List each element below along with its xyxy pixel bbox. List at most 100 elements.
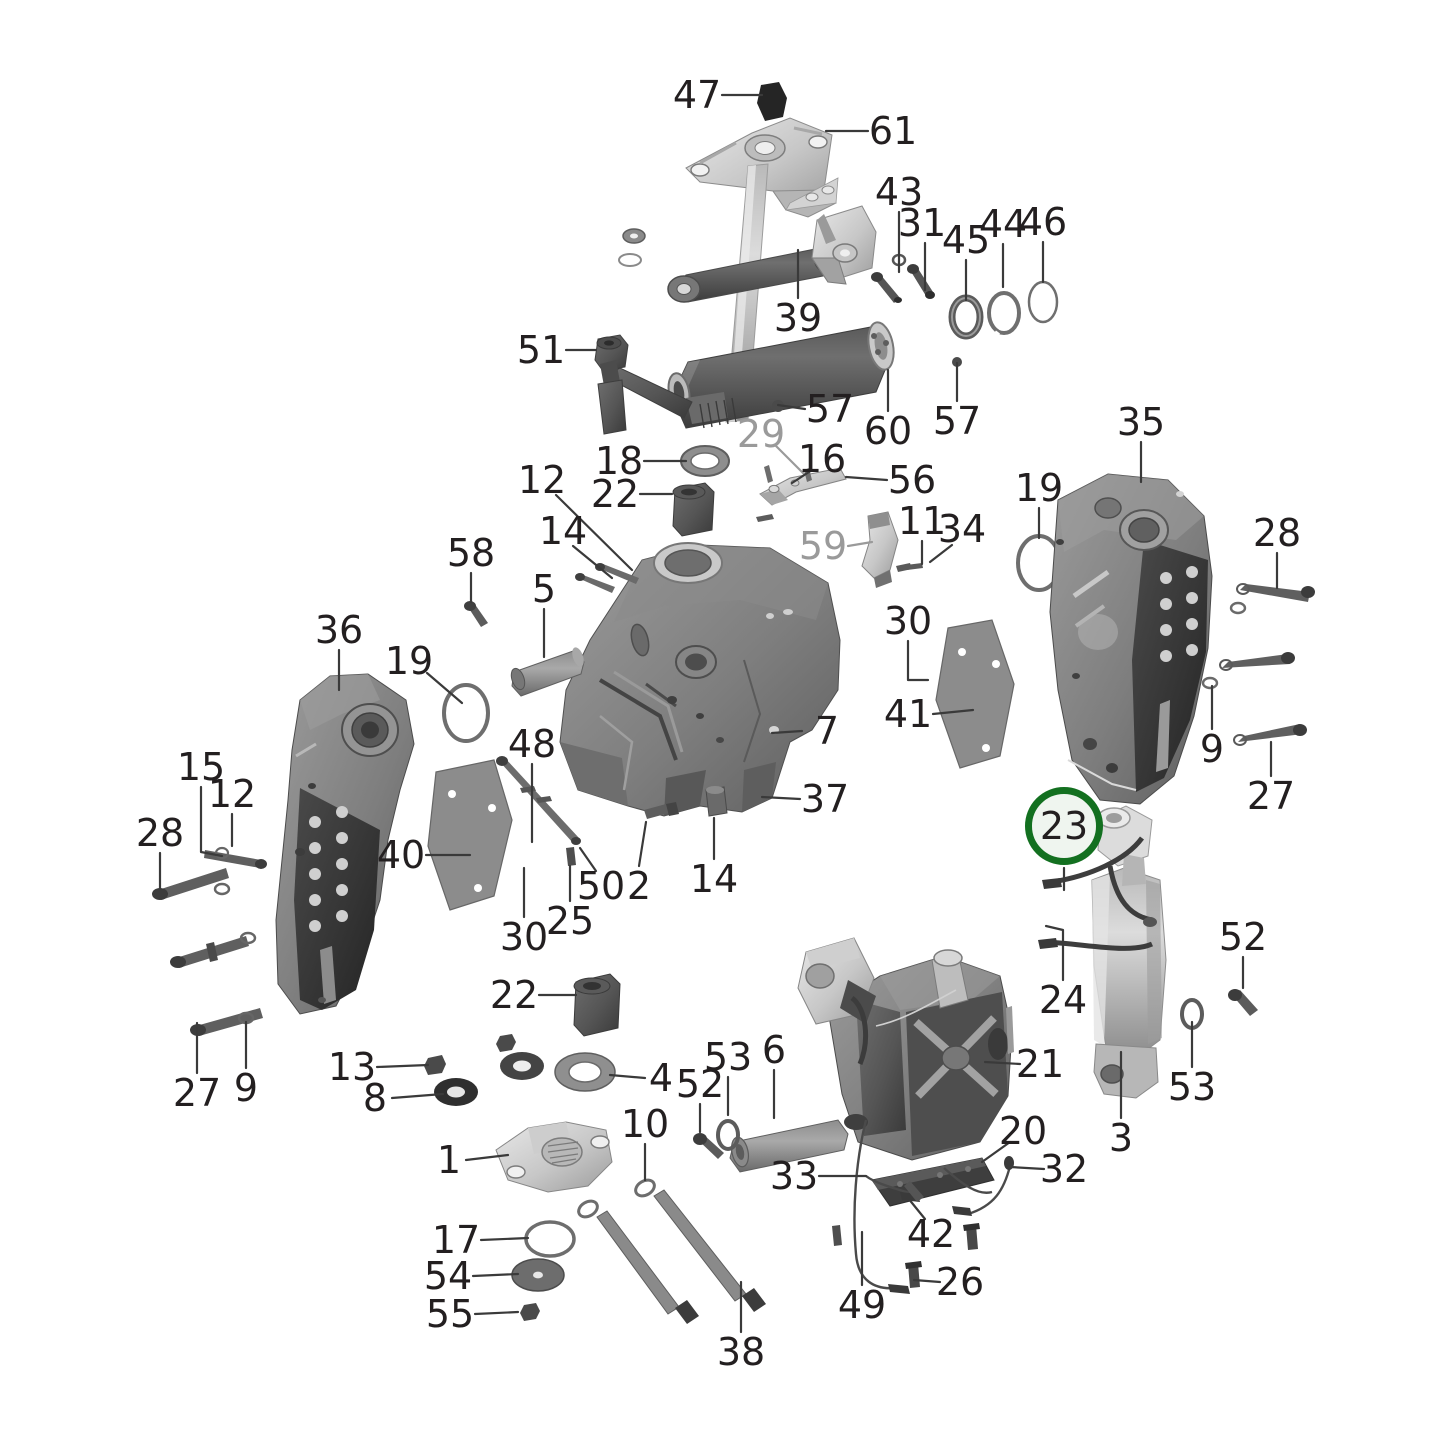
part-28-right-bolt	[1236, 583, 1315, 602]
callout-label-52[interactable]: 52	[1218, 915, 1268, 959]
leader-line-37	[760, 795, 802, 801]
part-12-left-washer	[213, 846, 231, 896]
callout-label-30[interactable]: 30	[499, 915, 549, 959]
part-35-right-housing	[1049, 473, 1213, 805]
highlighted-callout-23[interactable]: 23	[1025, 787, 1103, 865]
callout-label-14[interactable]: 14	[689, 857, 739, 901]
callout-label-28[interactable]: 28	[1252, 511, 1302, 555]
leader-line-12	[554, 493, 634, 572]
leader-line-56	[844, 475, 889, 482]
callout-label-1[interactable]: 1	[436, 1138, 462, 1182]
callout-label-27[interactable]: 27	[172, 1071, 222, 1115]
callout-label-58[interactable]: 58	[446, 531, 496, 575]
callout-label-41[interactable]: 41	[883, 692, 933, 736]
callout-label-53[interactable]: 53	[703, 1035, 753, 1079]
callout-label-20[interactable]: 20	[998, 1109, 1048, 1153]
callout-label-2[interactable]: 2	[626, 864, 652, 908]
callout-label-18[interactable]: 18	[594, 439, 644, 483]
callout-label-40[interactable]: 40	[376, 833, 426, 877]
part-31-bolt	[907, 264, 935, 299]
part-59-link	[861, 511, 912, 588]
callout-label-19[interactable]: 19	[1014, 466, 1064, 510]
callout-label-4[interactable]: 4	[648, 1056, 674, 1100]
part-39-knuckle-arm	[811, 205, 877, 285]
callout-label-53[interactable]: 53	[1167, 1065, 1217, 1109]
leader-line-34	[928, 543, 954, 564]
part-45-seal	[948, 294, 984, 340]
callout-label-48[interactable]: 48	[507, 722, 557, 766]
callout-label-28[interactable]: 28	[135, 811, 185, 855]
part-27-right-bolt	[1233, 724, 1307, 746]
callout-label-44[interactable]: 44	[978, 202, 1028, 246]
part-49-bolt	[832, 1225, 842, 1246]
leader-line-13	[375, 1063, 430, 1069]
part-26b-bolt	[963, 1223, 980, 1250]
callout-label-21[interactable]: 21	[1015, 1042, 1065, 1086]
part-52-right-bolt	[1228, 989, 1258, 1016]
callout-label-35[interactable]: 35	[1116, 400, 1166, 444]
callout-label-51[interactable]: 51	[516, 328, 566, 372]
callout-label-55[interactable]: 55	[425, 1292, 475, 1336]
callout-label-3[interactable]: 3	[1108, 1116, 1134, 1160]
callout-label-25[interactable]: 25	[545, 899, 595, 943]
callout-label-12[interactable]: 12	[207, 772, 257, 816]
callout-label-42[interactable]: 42	[906, 1212, 956, 1256]
callout-label-38[interactable]: 38	[716, 1330, 766, 1374]
part-53-lower-washer	[716, 1119, 740, 1151]
part-54-washer	[511, 1258, 565, 1292]
callout-label-59[interactable]: 59	[798, 524, 848, 568]
callout-label-43[interactable]: 43	[874, 170, 924, 214]
callout-label-17[interactable]: 17	[431, 1218, 481, 1262]
part-58-bolt	[464, 601, 488, 627]
callout-label-24[interactable]: 24	[1038, 978, 1088, 1022]
callout-label-36[interactable]: 36	[314, 608, 364, 652]
callout-label-37[interactable]: 37	[800, 777, 850, 821]
part-32-harness	[967, 1165, 1012, 1216]
part-washer-mid	[500, 1052, 544, 1080]
callout-label-13[interactable]: 13	[327, 1045, 377, 1089]
leader-line-7	[770, 729, 804, 735]
callout-label-56[interactable]: 56	[887, 458, 937, 502]
callout-label-47[interactable]: 47	[672, 73, 722, 117]
part-3-cylinder	[1038, 805, 1167, 1099]
leader-line-19	[425, 671, 464, 705]
callout-label-34[interactable]: 34	[937, 507, 987, 551]
callout-label-50[interactable]: 50	[576, 864, 626, 908]
callout-label-22[interactable]: 22	[590, 472, 640, 516]
callout-label-30[interactable]: 30	[883, 599, 933, 643]
callout-label-32[interactable]: 32	[1039, 1147, 1089, 1191]
callout-label-10[interactable]: 10	[620, 1102, 670, 1146]
callout-label-46[interactable]: 46	[1018, 200, 1068, 244]
callout-label-27[interactable]: 27	[1246, 774, 1296, 818]
leader-line-59	[846, 540, 874, 548]
callout-label-6[interactable]: 6	[761, 1028, 787, 1072]
part-34-pin	[906, 563, 923, 570]
callout-label-29[interactable]: 29	[736, 412, 786, 456]
callout-label-45[interactable]: 45	[941, 218, 991, 262]
callout-label-9[interactable]: 9	[233, 1066, 259, 1110]
callout-label-22[interactable]: 22	[489, 973, 539, 1017]
callout-label-12[interactable]: 12	[517, 458, 567, 502]
callout-label-5[interactable]: 5	[531, 567, 557, 611]
callout-label-39[interactable]: 39	[773, 296, 823, 340]
callout-label-26[interactable]: 26	[935, 1260, 985, 1304]
callout-label-57[interactable]: 57	[932, 399, 982, 443]
callout-label-15[interactable]: 15	[176, 745, 226, 789]
callout-label-7[interactable]: 7	[814, 709, 840, 753]
callout-label-31[interactable]: 31	[897, 201, 947, 245]
callout-label-49[interactable]: 49	[837, 1283, 887, 1327]
part-14-dowel-lower	[705, 786, 728, 817]
callout-label-8[interactable]: 8	[362, 1076, 388, 1120]
callout-label-60[interactable]: 60	[863, 409, 913, 453]
callout-label-52[interactable]: 52	[675, 1062, 725, 1106]
callout-label-19[interactable]: 19	[384, 639, 434, 683]
callout-label-14[interactable]: 14	[538, 509, 588, 553]
callout-label-61[interactable]: 61	[868, 109, 918, 153]
callout-label-33[interactable]: 33	[769, 1154, 819, 1198]
callout-label-9[interactable]: 9	[1199, 727, 1225, 771]
callout-label-57[interactable]: 57	[805, 387, 855, 431]
callout-label-16[interactable]: 16	[797, 437, 847, 481]
callout-label-11[interactable]: 11	[897, 499, 947, 543]
callout-label-54[interactable]: 54	[423, 1254, 473, 1298]
